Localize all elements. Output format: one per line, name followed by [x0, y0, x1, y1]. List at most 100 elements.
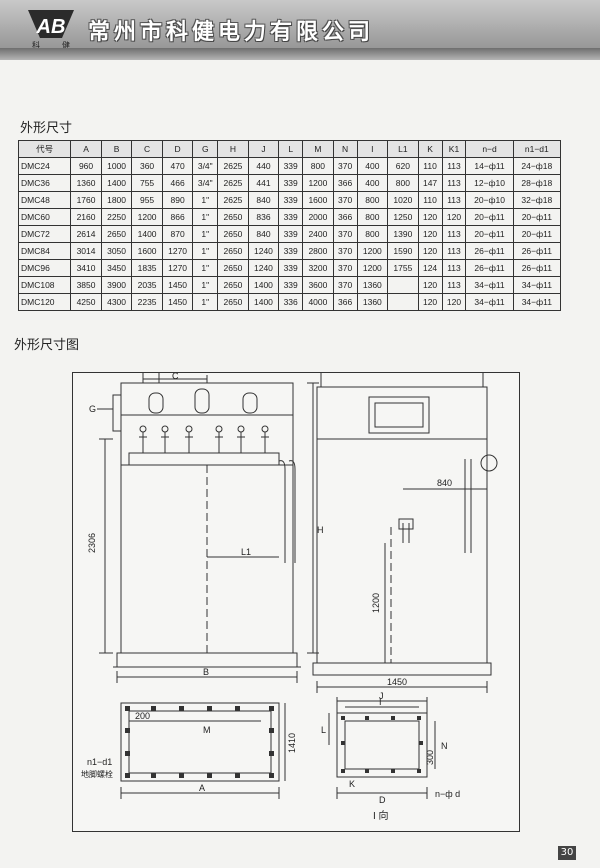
table-cell: 12−ф10 [465, 174, 514, 192]
table-cell: 32−ф18 [512, 191, 562, 209]
table-cell: 120 [417, 276, 443, 294]
table-cell: 2035 [131, 276, 163, 294]
table-cell: 800 [356, 208, 389, 226]
table-cell: 2614 [70, 225, 102, 243]
table-cell: 2650 [100, 225, 133, 243]
table-cell: 1835 [131, 259, 163, 277]
table-cell: 339 [278, 225, 304, 243]
table-cell: 400 [356, 157, 389, 175]
label-i: I [379, 697, 382, 707]
table-cell: 2250 [100, 208, 133, 226]
table-cell: 26−ф11 [465, 242, 514, 260]
table-cell: 1200 [356, 242, 389, 260]
table-cell: DMC24 [17, 157, 72, 175]
table-cell: 120 [417, 242, 443, 260]
label-nd: n−ф d [435, 789, 460, 799]
label-1410: 1410 [287, 733, 297, 753]
table-cell: 1600 [302, 191, 334, 209]
column-header: n1−d1 [512, 140, 562, 158]
table-cell: 1" [192, 242, 219, 260]
table-cell: 1450 [161, 293, 194, 311]
table-cell: 840 [247, 225, 280, 243]
column-header: A [70, 140, 102, 158]
logo-text: AB [36, 16, 66, 38]
table-cell: 1400 [247, 276, 280, 294]
table-cell: 840 [247, 191, 280, 209]
table-cell: 800 [387, 174, 419, 192]
label-c: C [172, 373, 179, 381]
table-cell: 2650 [217, 259, 249, 277]
table-cell: 1" [192, 225, 219, 243]
table-cell: 1200 [302, 174, 334, 192]
table-cell: 20−ф11 [512, 208, 562, 226]
table-cell: 34−ф11 [465, 276, 514, 294]
table-cell: 1200 [356, 259, 389, 277]
front-view [97, 371, 319, 683]
table-cell: 366 [332, 293, 358, 311]
table-cell: 1270 [161, 242, 194, 260]
dimension-drawing: C G H L1 2306 B A 840 1200 1450 200 M 14… [72, 371, 520, 832]
table-cell: 2400 [302, 225, 334, 243]
table-cell: 120 [417, 293, 443, 311]
table-cell: 620 [387, 157, 419, 175]
table-cell: 1240 [247, 259, 280, 277]
column-header: M [302, 140, 334, 158]
label-j: J [379, 691, 384, 701]
label-g: G [89, 404, 96, 414]
label-840: 840 [437, 478, 452, 488]
table-cell: 1240 [247, 242, 280, 260]
table-cell [387, 293, 419, 311]
table-cell: DMC60 [17, 208, 72, 226]
table-cell: 4000 [302, 293, 334, 311]
table-cell: 336 [278, 293, 304, 311]
table-cell: 800 [356, 225, 389, 243]
drawing-title: 外形尺寸图 [14, 338, 80, 353]
table-cell: 870 [161, 225, 194, 243]
table-cell: 1" [192, 208, 219, 226]
table-cell: 113 [441, 276, 467, 294]
label-1450: 1450 [387, 677, 407, 687]
table-cell: 2650 [217, 276, 249, 294]
table-cell: 1400 [131, 225, 163, 243]
outlet-plan-view [328, 697, 436, 799]
table-cell: 113 [441, 242, 467, 260]
table-cell: 800 [302, 157, 334, 175]
table-cell: 20−ф10 [465, 191, 514, 209]
page-header: AB 科 健 常州市科健电力有限公司 [0, 0, 600, 60]
label-n: N [441, 741, 448, 751]
table-cell: 366 [332, 208, 358, 226]
table-cell: 890 [161, 191, 194, 209]
table-cell: 366 [332, 174, 358, 192]
table-cell: 1590 [387, 242, 419, 260]
table-cell: 339 [278, 208, 304, 226]
label-l1: L1 [241, 547, 251, 557]
table-cell: 147 [417, 174, 443, 192]
table-cell: 1" [192, 293, 219, 311]
table-cell: 3/4" [192, 174, 219, 192]
label-d: D [379, 795, 386, 805]
label-b: B [203, 667, 209, 677]
drawing-svg: C G H L1 2306 B A 840 1200 1450 200 M 14… [81, 371, 498, 822]
table-cell: 1200 [131, 208, 163, 226]
label-k: K [349, 779, 355, 789]
table-cell: 2160 [70, 208, 102, 226]
column-header: K [417, 140, 443, 158]
table-cell: 3600 [302, 276, 334, 294]
base-plan-view [120, 702, 286, 799]
column-header: N [332, 140, 358, 158]
table-cell: 800 [356, 191, 389, 209]
table-cell: 3410 [70, 259, 102, 277]
table-cell: 370 [332, 259, 358, 277]
label-m: M [203, 725, 211, 735]
table-cell: 26−ф11 [512, 242, 562, 260]
column-header: D [161, 140, 194, 158]
logo-sub-left: 科 [32, 40, 40, 50]
table-cell: 1000 [100, 157, 133, 175]
table-cell: 20−ф11 [512, 225, 562, 243]
table-cell: 866 [161, 208, 194, 226]
table-cell: 34−ф11 [512, 276, 562, 294]
